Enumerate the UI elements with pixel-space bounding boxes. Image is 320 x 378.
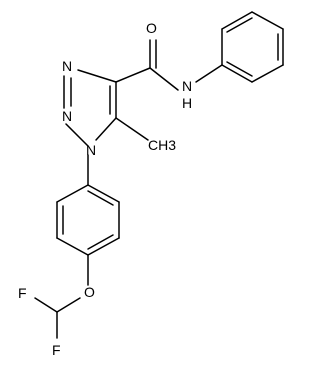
carbonyl-oxygen-label: O [146,20,157,36]
triazole-n1-label: N [86,142,96,158]
fluorine-1-label: F [18,285,27,301]
amide-hydrogen-label: H [182,95,192,111]
triazole-n3-label: N [62,58,72,74]
amide-nitrogen-label: N [182,78,192,94]
methyl-label: CH3 [148,137,176,153]
bonds [34,11,284,339]
atom-labels: O N H N N N CH3 O F F [18,20,192,358]
triazole-n2-label: N [62,108,72,124]
ether-oxygen-label: O [84,284,95,300]
molecule-structure: O N H N N N CH3 O F F [18,11,284,358]
fluorine-2-label: F [52,342,61,358]
